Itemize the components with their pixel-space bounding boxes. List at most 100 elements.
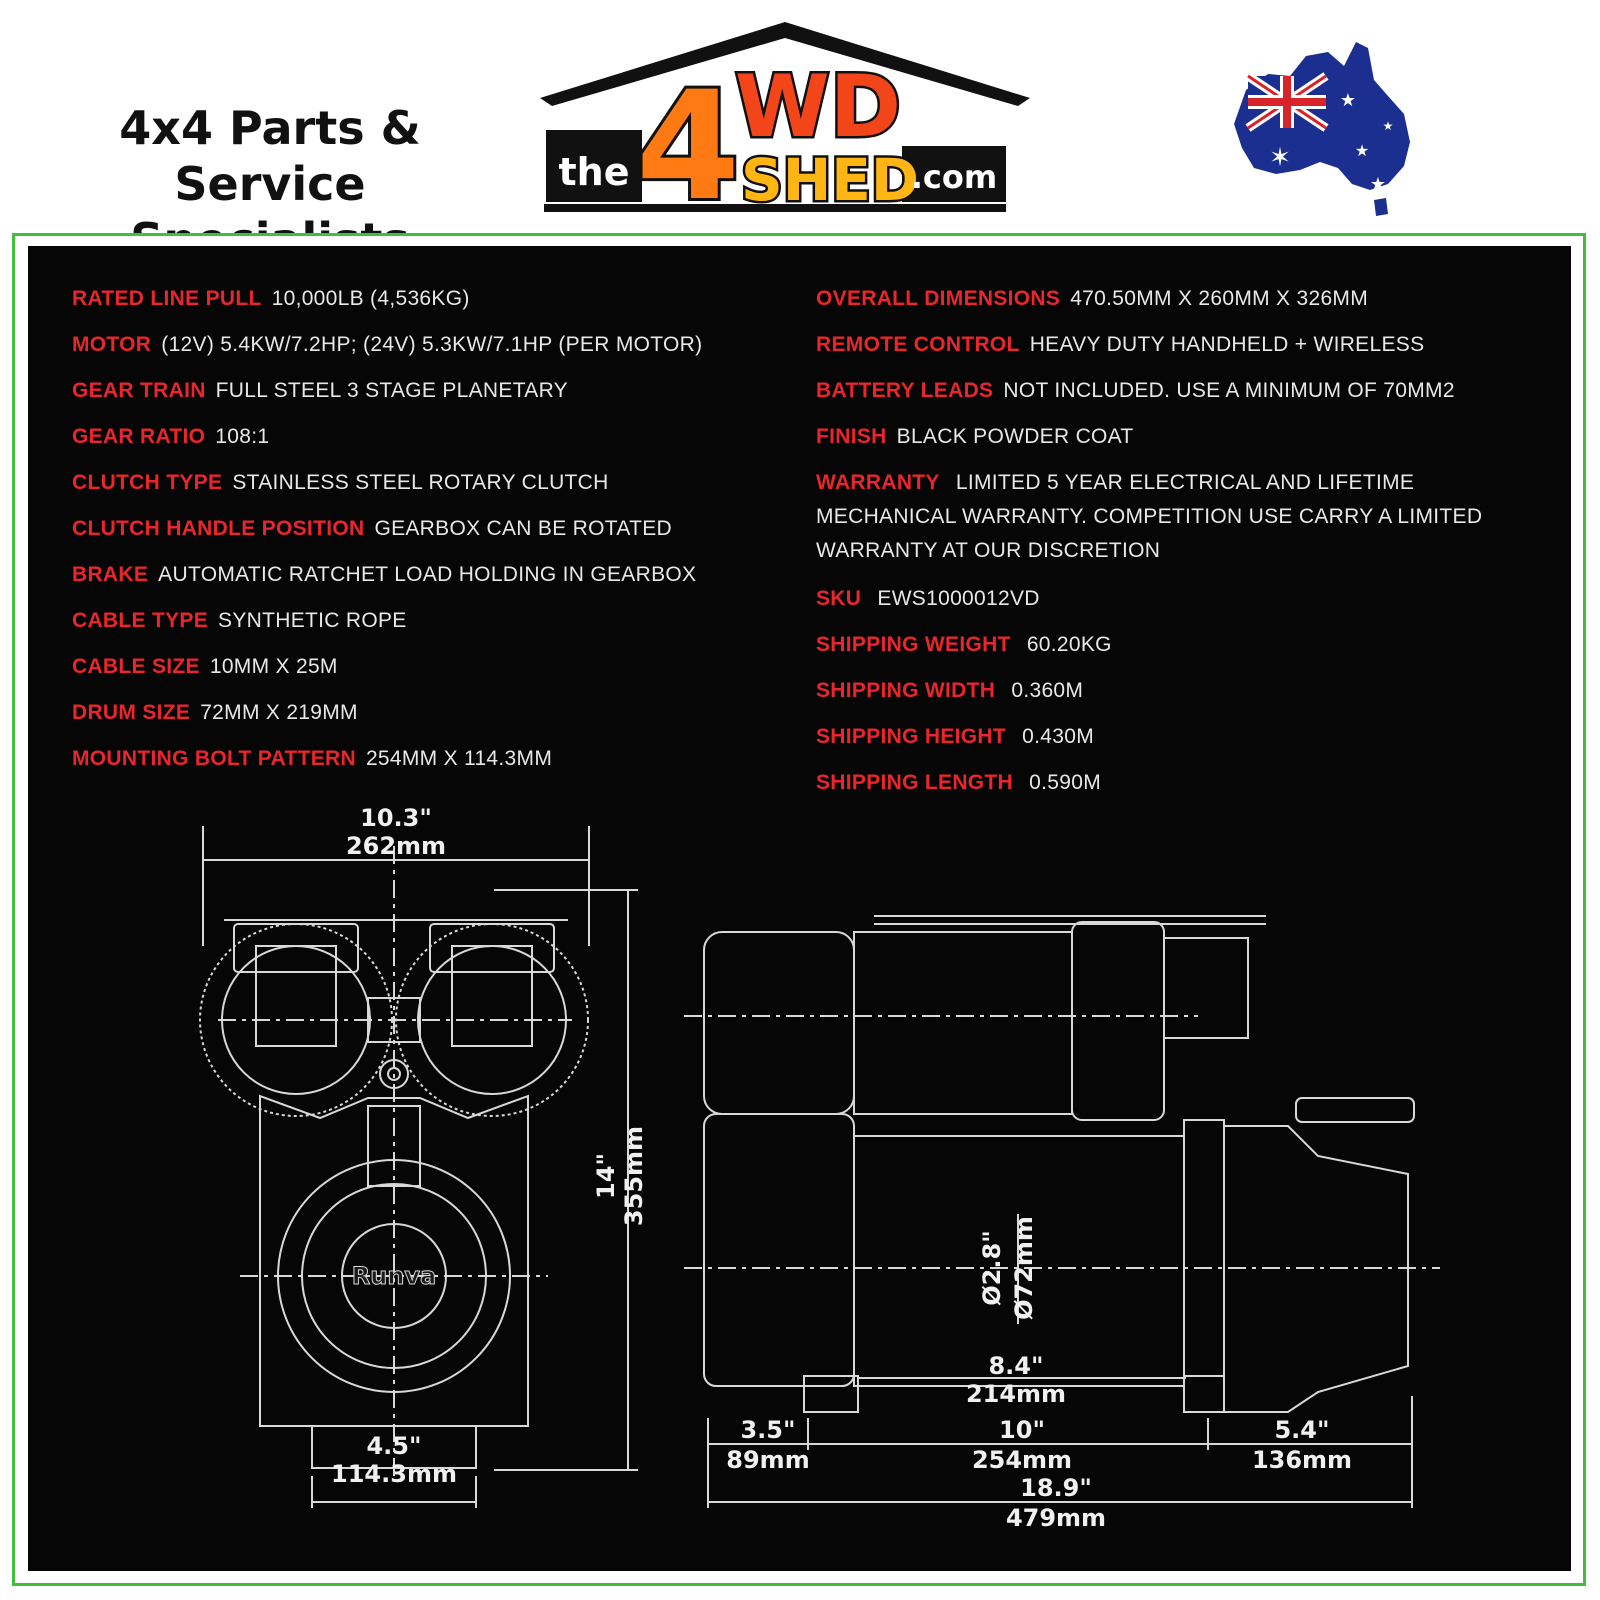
spec-value: 0.430M bbox=[1016, 725, 1095, 748]
spec-value: 108:1 bbox=[215, 425, 270, 448]
spec-brake: BRAKE AUTOMATIC RATCHET LOAD HOLDING IN G… bbox=[72, 558, 696, 592]
spec-clutch-type: CLUTCH TYPE STAINLESS STEEL ROTARY CLUTCH bbox=[72, 466, 609, 500]
dim-front-width-mm: 262mm bbox=[346, 832, 446, 860]
dim-drum-dia-in: Ø2.8" bbox=[978, 1230, 1006, 1305]
spec-value: 10,000LB (4,536KG) bbox=[271, 287, 470, 310]
spec-key: RATED LINE PULL bbox=[72, 287, 262, 310]
spec-key: WARRANTY bbox=[816, 471, 940, 494]
tagline-line-1: 4x4 Parts & Service bbox=[119, 101, 421, 211]
spec-value: GEARBOX CAN BE ROTATED bbox=[374, 517, 672, 540]
spec-key: DRUM SIZE bbox=[72, 701, 191, 724]
spec-key: FINISH bbox=[816, 425, 887, 448]
dim-bolt-span-mm: 254mm bbox=[972, 1446, 1072, 1474]
spec-warranty: WARRANTY LIMITED 5 YEAR ELECTRICAL AND L… bbox=[816, 466, 1536, 568]
dim-front-height-in: 14" bbox=[592, 1153, 620, 1199]
spec-gear-ratio: GEAR RATIO 108:1 bbox=[72, 420, 269, 454]
spec-key: SHIPPING HEIGHT bbox=[816, 725, 1007, 748]
spec-battery-leads: BATTERY LEADS NOT INCLUDED. USE A MINIMUM… bbox=[816, 374, 1455, 408]
spec-gear-train: GEAR TRAIN FULL STEEL 3 STAGE PLANETARY bbox=[72, 374, 568, 408]
logo-shed: SHED bbox=[741, 146, 919, 214]
spec-key: REMOTE CONTROL bbox=[816, 333, 1020, 356]
spec-value: 0.590M bbox=[1023, 771, 1102, 794]
dim-right-ext-mm: 136mm bbox=[1252, 1446, 1352, 1474]
the-4wd-shed-logo[interactable]: the 4 WD SHED .com bbox=[540, 18, 1030, 218]
spec-key: SKU bbox=[816, 587, 862, 610]
spec-key: SHIPPING WEIGHT bbox=[816, 633, 1011, 656]
spec-finish: FINISH BLACK POWDER COAT bbox=[816, 420, 1134, 454]
spec-value: 0.360M bbox=[1005, 679, 1084, 702]
dim-bolt-span-in: 10" bbox=[999, 1416, 1045, 1444]
dim-drum-dia-mm: Ø72mm bbox=[1010, 1216, 1038, 1320]
spec-value: NOT INCLUDED. USE A MINIMUM OF 70MM2 bbox=[1003, 379, 1455, 402]
spec-shipping-length: SHIPPING LENGTH 0.590M bbox=[816, 766, 1101, 800]
spec-key: SHIPPING LENGTH bbox=[816, 771, 1014, 794]
spec-key: BRAKE bbox=[72, 563, 149, 586]
spec-key: BATTERY LEADS bbox=[816, 379, 994, 402]
spec-value: BLACK POWDER COAT bbox=[896, 425, 1134, 448]
spec-value: AUTOMATIC RATCHET LOAD HOLDING IN GEARBO… bbox=[158, 563, 697, 586]
spec-cable-size: CABLE SIZE 10MM X 25M bbox=[72, 650, 338, 684]
dim-overall-in: 18.9" bbox=[1020, 1474, 1092, 1502]
spec-motor: MOTOR (12V) 5.4KW/7.2HP; (24V) 5.3KW/7.1H… bbox=[72, 328, 702, 362]
spec-key: CABLE TYPE bbox=[72, 609, 209, 632]
spec-sku: SKU EWS1000012VD bbox=[816, 582, 1040, 616]
spec-value: LIMITED 5 YEAR ELECTRICAL AND LIFETIME M… bbox=[816, 471, 1483, 562]
spec-key: MOTOR bbox=[72, 333, 152, 356]
spec-key: SHIPPING WIDTH bbox=[816, 679, 996, 702]
svg-text:★: ★ bbox=[1340, 90, 1356, 111]
spec-key: CABLE SIZE bbox=[72, 655, 200, 678]
logo-the: the bbox=[559, 150, 630, 194]
spec-panel: RATED LINE PULL 10,000LB (4,536KG) MOTOR (… bbox=[28, 246, 1571, 1571]
spec-cable-type: CABLE TYPE SYNTHETIC ROPE bbox=[72, 604, 407, 638]
spec-value: SYNTHETIC ROPE bbox=[218, 609, 407, 632]
spec-clutch-handle-position: CLUTCH HANDLE POSITION GEARBOX CAN BE ROT… bbox=[72, 512, 672, 546]
dim-drum-len-in: 8.4" bbox=[988, 1352, 1043, 1380]
spec-value: (12V) 5.4KW/7.2HP; (24V) 5.3KW/7.1HP (PE… bbox=[161, 333, 703, 356]
spec-value: EWS1000012VD bbox=[871, 587, 1040, 610]
dim-drum-len-mm: 214mm bbox=[966, 1380, 1066, 1408]
spec-key: CLUTCH HANDLE POSITION bbox=[72, 517, 365, 540]
spec-value: HEAVY DUTY HANDHELD + WIRELESS bbox=[1029, 333, 1425, 356]
front-view bbox=[199, 826, 638, 1508]
spec-shipping-width: SHIPPING WIDTH 0.360M bbox=[816, 674, 1083, 708]
spec-key: MOUNTING BOLT PATTERN bbox=[72, 747, 356, 770]
brand-runva: Runva bbox=[352, 1262, 437, 1290]
spec-value: 470.50MM X 260MM X 326MM bbox=[1070, 287, 1369, 310]
spec-drum-size: DRUM SIZE 72MM X 219MM bbox=[72, 696, 358, 730]
dim-left-ext-mm: 89mm bbox=[726, 1446, 809, 1474]
spec-shipping-weight: SHIPPING WEIGHT 60.20KG bbox=[816, 628, 1112, 662]
spec-key: GEAR TRAIN bbox=[72, 379, 206, 402]
logo-wd: WD bbox=[735, 57, 901, 157]
spec-shipping-height: SHIPPING HEIGHT 0.430M bbox=[816, 720, 1094, 754]
logo-four: 4 bbox=[636, 60, 740, 218]
spec-remote-control: REMOTE CONTROL HEAVY DUTY HANDHELD + WIRE… bbox=[816, 328, 1424, 362]
spec-rated-line-pull: RATED LINE PULL 10,000LB (4,536KG) bbox=[72, 282, 470, 316]
spec-value: 10MM X 25M bbox=[209, 655, 338, 678]
logo-dotcom: .com bbox=[911, 158, 997, 196]
australia-flag-map-icon: ✶ ★ ★ ★ ★ bbox=[1234, 42, 1410, 216]
spec-key: OVERALL DIMENSIONS bbox=[816, 287, 1061, 310]
spec-key: CLUTCH TYPE bbox=[72, 471, 223, 494]
spec-value: 72MM X 219MM bbox=[200, 701, 358, 724]
svg-text:★: ★ bbox=[1383, 119, 1394, 133]
dim-left-ext-in: 3.5" bbox=[740, 1416, 795, 1444]
spec-value: 60.20KG bbox=[1020, 633, 1112, 656]
winch-technical-drawing: 10.3" 262mm 14" 355mm 4.5" 114.3mm Runva… bbox=[199, 804, 1440, 1532]
svg-text:★: ★ bbox=[1355, 141, 1369, 160]
svg-text:★: ★ bbox=[1370, 174, 1386, 195]
spec-value: STAINLESS STEEL ROTARY CLUTCH bbox=[232, 471, 609, 494]
dim-front-height-mm: 355mm bbox=[620, 1126, 648, 1226]
side-view bbox=[684, 915, 1440, 1508]
union-jack bbox=[1245, 72, 1329, 132]
dim-front-bolt-in: 4.5" bbox=[366, 1432, 421, 1460]
spec-value: FULL STEEL 3 STAGE PLANETARY bbox=[215, 379, 568, 402]
spec-overall-dimensions: OVERALL DIMENSIONS 470.50MM X 260MM X 326… bbox=[816, 282, 1368, 316]
dim-right-ext-in: 5.4" bbox=[1274, 1416, 1329, 1444]
spec-mounting-bolt-pattern: MOUNTING BOLT PATTERN 254MM X 114.3MM bbox=[72, 742, 552, 776]
dim-overall-mm: 479mm bbox=[1006, 1504, 1106, 1532]
spec-key: GEAR RATIO bbox=[72, 425, 206, 448]
dim-front-width-in: 10.3" bbox=[360, 804, 432, 832]
spec-value: 254MM X 114.3MM bbox=[365, 747, 553, 770]
svg-text:✶: ✶ bbox=[1269, 143, 1291, 173]
dim-front-bolt-mm: 114.3mm bbox=[331, 1460, 457, 1488]
